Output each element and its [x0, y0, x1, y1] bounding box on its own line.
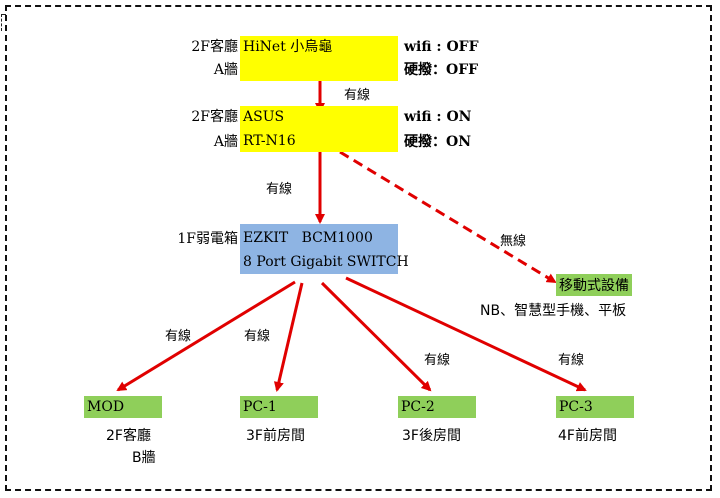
edge-label-router2-mobile: 無線 [500, 234, 527, 249]
router2-name-line1: ASUS [243, 109, 285, 125]
edge-label-router1-router2: 有線 [344, 88, 371, 103]
device-name-mod: MOD [87, 399, 125, 415]
router1-location-line2: A牆 [213, 62, 238, 78]
corner-mark [1, 14, 6, 31]
mobile-description: NB、智慧型手機、平板 [480, 303, 627, 319]
edge-label-switch-pc1: 有線 [244, 329, 271, 344]
device-pc2-location: 3F後房間 [402, 428, 461, 444]
switch-location: 1F弱電箱 [177, 231, 238, 247]
router2-wifi: wifi : ON [404, 109, 472, 125]
mobile-box: 移動式設備 [556, 274, 632, 296]
arrow-switch-pc2 [320, 281, 432, 392]
edge-label-switch-pc2: 有線 [424, 353, 451, 368]
router2-name-line2: RT-N16 [243, 133, 296, 149]
switch-name-line1: EZKIT BCM1000 [243, 230, 373, 246]
edge-label-router2-switch: 有線 [266, 182, 293, 197]
diagram-frame [5, 5, 712, 491]
router1-name: HiNet 小烏龜 [243, 39, 333, 55]
arrow-switch-pc3 [345, 276, 587, 392]
router1-wifi: wifi : OFF [404, 39, 479, 55]
device-box-mod: MOD [84, 396, 162, 418]
device-name-pc3: PC-3 [559, 399, 593, 415]
arrow-switch-pc1 [273, 282, 304, 392]
device-box-pc2: PC-2 [398, 396, 476, 418]
device-name-pc2: PC-2 [401, 399, 435, 415]
router1-location-line1: 2F客廳 [191, 39, 238, 55]
switch-box: EZKIT BCM1000 8 Port Gigabit SWITCH [240, 224, 409, 274]
arrow-switch-mod [116, 280, 296, 392]
edge-label-switch-mod: 有線 [165, 329, 192, 344]
router1-wired: 硬撥：OFF [404, 62, 479, 78]
router2-location-line2: A牆 [213, 134, 238, 150]
edge-label-switch-pc3: 有線 [558, 353, 585, 368]
device-pc3-location: 4F前房間 [558, 428, 617, 444]
device-pc1-location: 3F前房間 [246, 428, 305, 444]
router1-box: HiNet 小烏龜 [240, 36, 398, 81]
router2-wired: 硬撥：ON [404, 134, 471, 150]
router2-location-line1: 2F客廳 [191, 109, 238, 125]
device-mod-location-line1: 2F客廳 [106, 428, 151, 444]
device-name-pc1: PC-1 [243, 399, 277, 415]
mobile-name: 移動式設備 [559, 278, 629, 294]
switch-name-line2: 8 Port Gigabit SWITCH [243, 254, 409, 270]
device-box-pc1: PC-1 [240, 396, 318, 418]
device-box-pc3: PC-3 [556, 396, 634, 418]
device-mod-location-line2: B牆 [132, 450, 156, 466]
router2-box: ASUS RT-N16 [240, 106, 398, 152]
arrow-router2-mobile [339, 150, 557, 284]
